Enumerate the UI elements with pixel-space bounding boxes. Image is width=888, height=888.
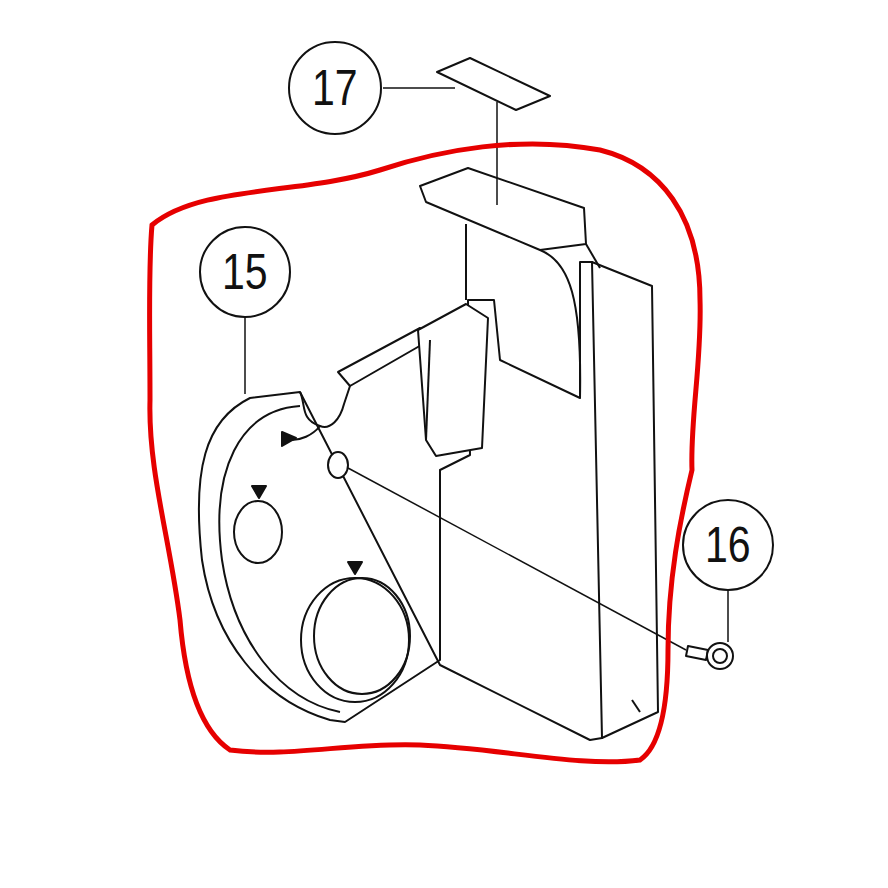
assembly-line [348, 468, 686, 650]
hole-rim [314, 578, 410, 694]
mark [252, 486, 266, 498]
screw-shank [686, 646, 708, 660]
screw-head [707, 643, 733, 669]
wall-edge [632, 700, 640, 712]
screw-hole [328, 452, 348, 478]
leader-line [244, 318, 246, 394]
leader-line [727, 591, 729, 642]
callout-number: 17 [312, 63, 358, 113]
hook-edge [426, 340, 430, 440]
hole [301, 578, 409, 702]
front-face [199, 262, 602, 740]
mark [282, 432, 296, 446]
leader-line [496, 102, 498, 205]
notch [300, 386, 350, 427]
label-sticker [437, 58, 550, 110]
mark [348, 562, 362, 574]
highlight-outline [150, 144, 701, 762]
top-flange [420, 168, 586, 250]
callout-circle: 17 [288, 41, 382, 135]
leader-line [383, 87, 455, 89]
flange-edge [586, 244, 600, 268]
hook-tab [418, 304, 488, 456]
callout-number: 16 [705, 520, 751, 570]
side-wall [592, 262, 658, 738]
screw-head [713, 649, 727, 663]
inner-wall [465, 224, 467, 300]
flange-leg [540, 250, 580, 398]
callout-circle: 15 [199, 226, 291, 318]
arm [338, 328, 430, 386]
hole [234, 501, 282, 563]
callout-circle: 16 [682, 499, 774, 591]
callout-number: 15 [222, 247, 268, 297]
